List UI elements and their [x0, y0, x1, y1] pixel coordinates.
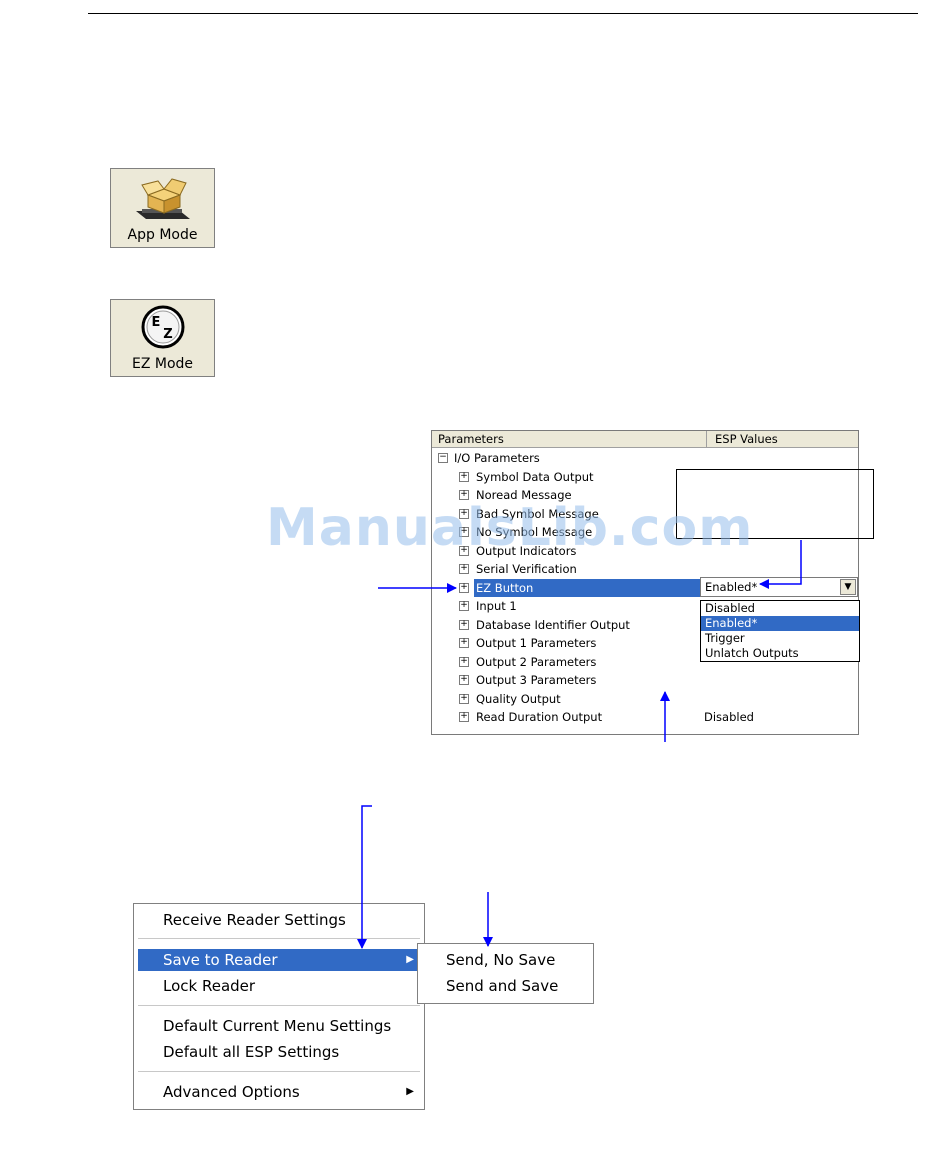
menu-separator: [138, 1005, 420, 1006]
watermark: ManualsLib.com: [266, 498, 754, 558]
tree-item-label: EZ Button: [474, 579, 702, 597]
tree-item[interactable]: + Output Indicators: [432, 542, 858, 560]
tree-root-io-parameters[interactable]: − I/O Parameters: [432, 449, 858, 467]
tree-item-ez-button[interactable]: + EZ Button: [432, 579, 858, 597]
dropdown-option-unlatch-outputs[interactable]: Unlatch Outputs: [705, 646, 799, 660]
tree-item-label: Input 1: [476, 599, 517, 613]
dropdown-option-enabled[interactable]: Enabled*: [701, 616, 859, 631]
menu-item-label: Lock Reader: [163, 977, 256, 995]
ez-mode-icon: E Z: [141, 305, 184, 349]
dropdown-arrow-icon[interactable]: ▼: [840, 579, 856, 595]
select-current-value: Enabled*: [705, 580, 758, 594]
tree-item[interactable]: + Output 2 Parameters: [432, 653, 858, 671]
tree-item-label: Serial Verification: [476, 562, 577, 576]
expand-icon[interactable]: +: [459, 582, 469, 593]
context-menu: Receive Reader Settings Save to Reader ▶…: [133, 903, 425, 1110]
expand-icon[interactable]: +: [459, 508, 469, 519]
collapse-icon[interactable]: −: [438, 452, 448, 463]
expand-icon[interactable]: +: [459, 545, 469, 556]
submenu-item-send-and-save[interactable]: Send and Save: [446, 977, 559, 995]
expand-icon[interactable]: +: [459, 489, 469, 500]
tree-item-label: Quality Output: [476, 692, 561, 706]
expand-icon[interactable]: +: [459, 471, 469, 482]
menu-item-default-current-menu-settings[interactable]: Default Current Menu Settings: [138, 1015, 420, 1037]
ez-mode-label: EZ Mode: [131, 356, 194, 372]
tree-item[interactable]: + Output 3 Parameters: [432, 671, 858, 689]
expand-icon[interactable]: +: [459, 693, 469, 704]
tree-item-label: Bad Symbol Message: [476, 507, 599, 521]
svg-text:Z: Z: [163, 327, 172, 342]
ez-button-dropdown-list: Disabled Enabled* Trigger Unlatch Output…: [700, 600, 860, 662]
menu-item-advanced-options[interactable]: Advanced Options ▶: [138, 1081, 420, 1103]
expand-icon[interactable]: +: [459, 619, 469, 630]
ez-mode-button[interactable]: E Z EZ Mode: [110, 299, 215, 377]
expand-icon[interactable]: +: [459, 526, 469, 537]
tree-item[interactable]: + No Symbol Message: [432, 523, 858, 541]
expand-icon[interactable]: +: [459, 656, 469, 667]
top-rule: [88, 13, 918, 14]
callout-box: [676, 469, 874, 539]
tree-item[interactable]: + Serial Verification: [432, 560, 858, 578]
tree-item-label: Output 2 Parameters: [476, 655, 597, 669]
menu-item-label: Advanced Options: [163, 1083, 300, 1101]
tree-item[interactable]: + Noread Message: [432, 486, 858, 504]
menu-item-label: Default Current Menu Settings: [163, 1017, 392, 1035]
tree-item-label: Noread Message: [476, 488, 572, 502]
submenu-arrow-icon: ▶: [406, 954, 414, 965]
menu-item-label: Save to Reader: [163, 951, 278, 969]
tree-item-value[interactable]: Disabled: [704, 710, 754, 724]
menu-separator: [138, 938, 420, 939]
submenu-item-send-no-save[interactable]: Send, No Save: [446, 951, 556, 969]
tree-item-label: Output Indicators: [476, 544, 577, 558]
tree-item[interactable]: + Symbol Data Output: [432, 468, 858, 486]
menu-item-label: Receive Reader Settings: [163, 911, 346, 929]
menu-separator: [138, 1071, 420, 1072]
tree-header: Parameters ESP Values: [432, 431, 858, 448]
tree-item-label: No Symbol Message: [476, 525, 593, 539]
tree-item[interactable]: + Database Identifier Output: [432, 616, 858, 634]
header-parameters[interactable]: Parameters: [438, 432, 504, 446]
app-mode-icon: [135, 178, 190, 219]
svg-text:E: E: [151, 315, 160, 330]
app-mode-button[interactable]: App Mode: [110, 168, 215, 248]
tree-item-label: Read Duration Output: [476, 710, 603, 724]
submenu-arrow-icon: ▶: [406, 1086, 414, 1097]
dropdown-option-disabled[interactable]: Disabled: [705, 601, 755, 615]
tree-item[interactable]: + Read Duration Output Disabled: [432, 708, 858, 726]
menu-item-lock-reader[interactable]: Lock Reader: [138, 975, 420, 997]
expand-icon[interactable]: +: [459, 600, 469, 611]
menu-item-receive-reader-settings[interactable]: Receive Reader Settings: [138, 909, 420, 931]
expand-icon[interactable]: +: [459, 637, 469, 648]
tree-item-label: Symbol Data Output: [476, 470, 594, 484]
expand-icon[interactable]: +: [459, 674, 469, 685]
tree-item[interactable]: + Input 1: [432, 597, 858, 615]
tree-item-label: Output 1 Parameters: [476, 636, 597, 650]
tree-item[interactable]: + Output 1 Parameters: [432, 634, 858, 652]
ez-button-value-select[interactable]: Enabled* ▼: [700, 577, 858, 597]
tree-item[interactable]: + Quality Output: [432, 690, 858, 708]
menu-item-default-all-esp-settings[interactable]: Default all ESP Settings: [138, 1041, 420, 1063]
save-to-reader-submenu: Send, No Save Send and Save: [417, 943, 594, 1004]
tree-item-label: Output 3 Parameters: [476, 673, 597, 687]
expand-icon[interactable]: +: [459, 563, 469, 574]
app-mode-label: App Mode: [127, 227, 198, 243]
menu-item-save-to-reader[interactable]: Save to Reader ▶: [138, 949, 420, 971]
expand-icon[interactable]: +: [459, 711, 469, 722]
tree-item[interactable]: + Bad Symbol Message: [432, 505, 858, 523]
tree-root-label: I/O Parameters: [454, 451, 540, 465]
tree-item-label: Database Identifier Output: [476, 618, 630, 632]
menu-item-label: Default all ESP Settings: [163, 1043, 340, 1061]
dropdown-option-trigger[interactable]: Trigger: [705, 631, 745, 645]
header-esp-values[interactable]: ESP Values: [706, 431, 778, 447]
